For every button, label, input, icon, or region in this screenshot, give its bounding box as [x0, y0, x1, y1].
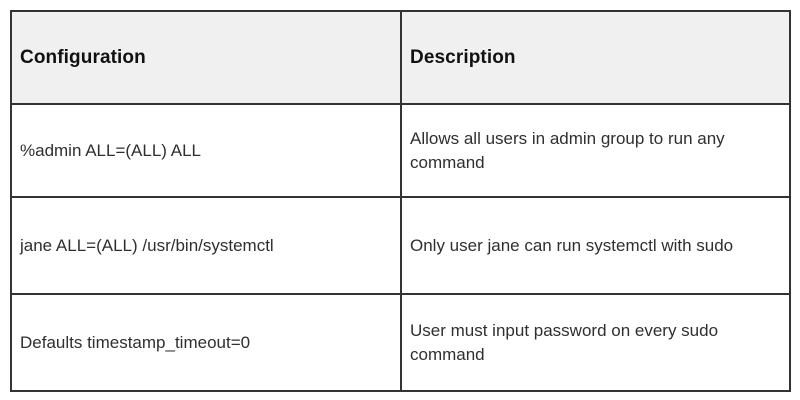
description-cell: Only user jane can run systemctl with su…: [400, 196, 791, 295]
table-row: %admin ALL=(ALL) ALL Allows all users in…: [10, 103, 791, 198]
table-row: Defaults timestamp_timeout=0 User must i…: [10, 293, 791, 392]
configuration-cell: Defaults timestamp_timeout=0: [10, 293, 402, 392]
description-cell: User must input password on every sudo c…: [400, 293, 791, 392]
column-header-configuration: Configuration: [10, 10, 402, 105]
configuration-cell: %admin ALL=(ALL) ALL: [10, 103, 402, 198]
description-cell: Allows all users in admin group to run a…: [400, 103, 791, 198]
header-row: Configuration Description: [10, 10, 791, 105]
sudoers-config-table: Configuration Description %admin ALL=(AL…: [10, 10, 791, 392]
configuration-cell: jane ALL=(ALL) /usr/bin/systemctl: [10, 196, 402, 295]
column-header-description: Description: [400, 10, 791, 105]
table-row: jane ALL=(ALL) /usr/bin/systemctl Only u…: [10, 196, 791, 295]
